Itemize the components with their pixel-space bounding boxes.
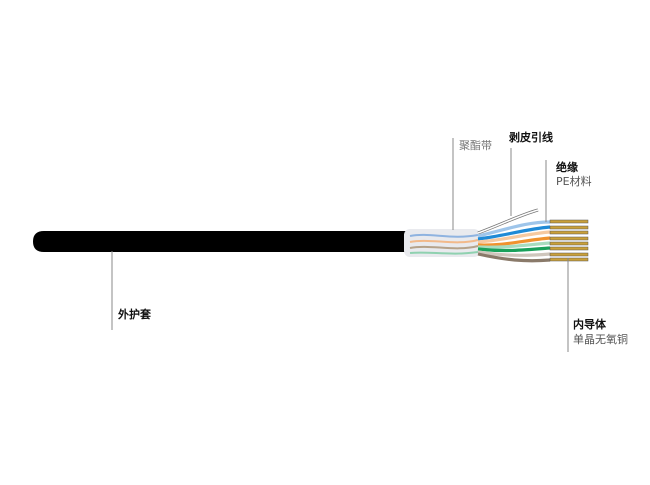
- insulation-sublabel: PE材料: [556, 175, 592, 188]
- ripcord-label: 剥皮引线: [509, 131, 553, 144]
- jacket-shape: [33, 231, 410, 252]
- conductors: [549, 219, 589, 262]
- polyester-tape-shape: [404, 229, 480, 257]
- twisted-pairs: [477, 220, 551, 263]
- jacket-label: 外护套: [118, 308, 151, 321]
- conductor-sublabel: 单晶无氧铜: [573, 333, 628, 346]
- leader-lines: [111, 138, 569, 352]
- polyester-tape-label: 聚酯带: [459, 139, 492, 152]
- insulation-label: 绝缘: [556, 161, 578, 174]
- conductor-label: 内导体: [573, 318, 606, 331]
